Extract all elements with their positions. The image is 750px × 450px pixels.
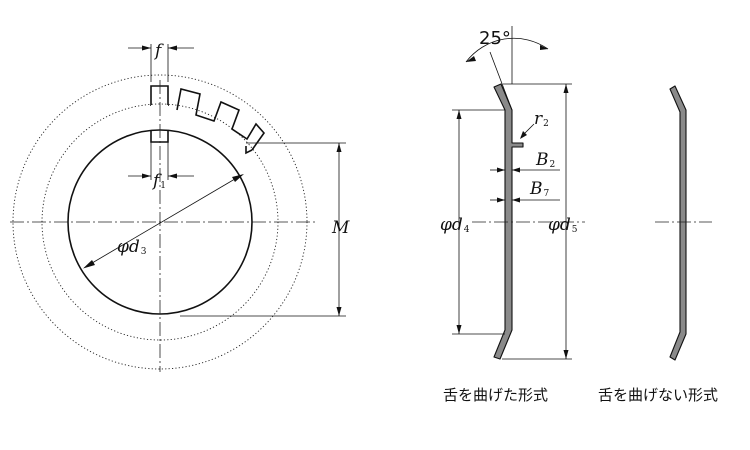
dim-d5-label: φd5 — [548, 215, 578, 235]
dim-f1-label: f1 — [151, 171, 166, 191]
outer-tabs — [176, 88, 266, 151]
dim-B7-label: B7 — [529, 179, 550, 199]
side-view-unbent — [655, 85, 712, 361]
dim-d3-label: φd3 — [117, 237, 147, 257]
dim-M-label: M — [331, 218, 350, 238]
bent-plate — [493, 83, 524, 360]
bore-keyway — [245, 146, 253, 155]
front-view: f f1 φd3 M — [10, 41, 350, 372]
dim-r2-label: r2 — [534, 109, 549, 129]
unbent-plate — [669, 85, 687, 361]
caption-bent: 舌を曲げた形式 — [443, 386, 549, 404]
side-view-bent: 25° r2 B2 B7 φd4 — [440, 26, 585, 360]
caption-unbent: 舌を曲げない形式 — [598, 386, 719, 404]
dim-angle-label: 25° — [479, 28, 511, 49]
inner-tongue — [150, 131, 169, 143]
dim-d4-label: φd4 — [440, 215, 470, 235]
tongue-slot — [150, 85, 169, 106]
dim-d3-line — [86, 175, 241, 267]
dim-B2-label: B2 — [535, 150, 555, 170]
dim-f-label: f — [153, 41, 164, 61]
